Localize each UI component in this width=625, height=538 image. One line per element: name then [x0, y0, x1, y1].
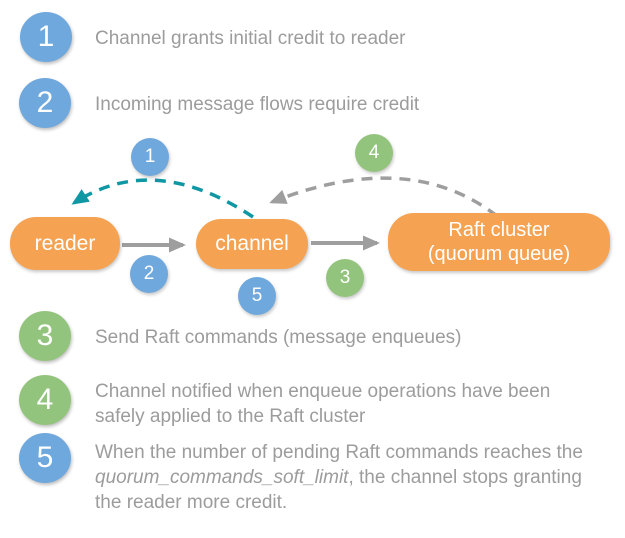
diagram-badge-2: 2: [130, 255, 168, 293]
node-reader-label: reader: [34, 231, 96, 255]
legend-badge-2-number: 2: [36, 86, 54, 119]
node-channel-label: channel: [215, 232, 289, 255]
legend-text-5-post: , the channel stops granting the reader …: [95, 467, 582, 513]
legend-badge-5-number: 5: [36, 441, 54, 474]
legend-badge-3: 3: [19, 311, 71, 361]
legend-badge-3-number: 3: [36, 319, 54, 352]
legend-badge-4: 4: [19, 375, 71, 425]
edge-raft-to-channel-notify: [269, 176, 499, 218]
diagram-badge-5: 5: [238, 277, 276, 315]
diagram-badge-4: 4: [355, 134, 393, 172]
diagram-badge-3: 3: [326, 259, 364, 297]
legend-badge-1-number: 1: [37, 20, 55, 53]
node-reader: reader: [10, 217, 120, 270]
legend-badge-2: 2: [19, 78, 71, 128]
node-raft-label-line2: (quorum queue): [427, 243, 571, 265]
legend-text-3: Send Raft commands (message enqueues): [95, 327, 462, 348]
legend-text-5: When the number of pending Raft commands…: [95, 440, 590, 515]
node-raft-label-line1: Raft cluster: [448, 219, 550, 241]
legend-text-5-italic-term: quorum_commands_soft_limit: [95, 467, 349, 488]
legend-text-2: Incoming message flows require credit: [95, 94, 420, 115]
legend-badge-1: 1: [20, 12, 72, 62]
diagram-badge-1: 1: [131, 138, 169, 176]
legend-badge-5: 5: [19, 433, 71, 483]
legend-text-5-pre: When the number of pending Raft commands…: [95, 442, 583, 463]
legend-badge-4-number: 4: [36, 383, 54, 416]
legend-text-4: Channel notified when enqueue operations…: [95, 381, 551, 427]
edge-channel-to-reader-credit: [71, 178, 254, 219]
node-raft-cluster: Raft cluster (quorum queue): [388, 213, 610, 271]
node-channel: channel: [196, 219, 308, 269]
legend-text-1: Channel grants initial credit to reader: [95, 28, 406, 49]
